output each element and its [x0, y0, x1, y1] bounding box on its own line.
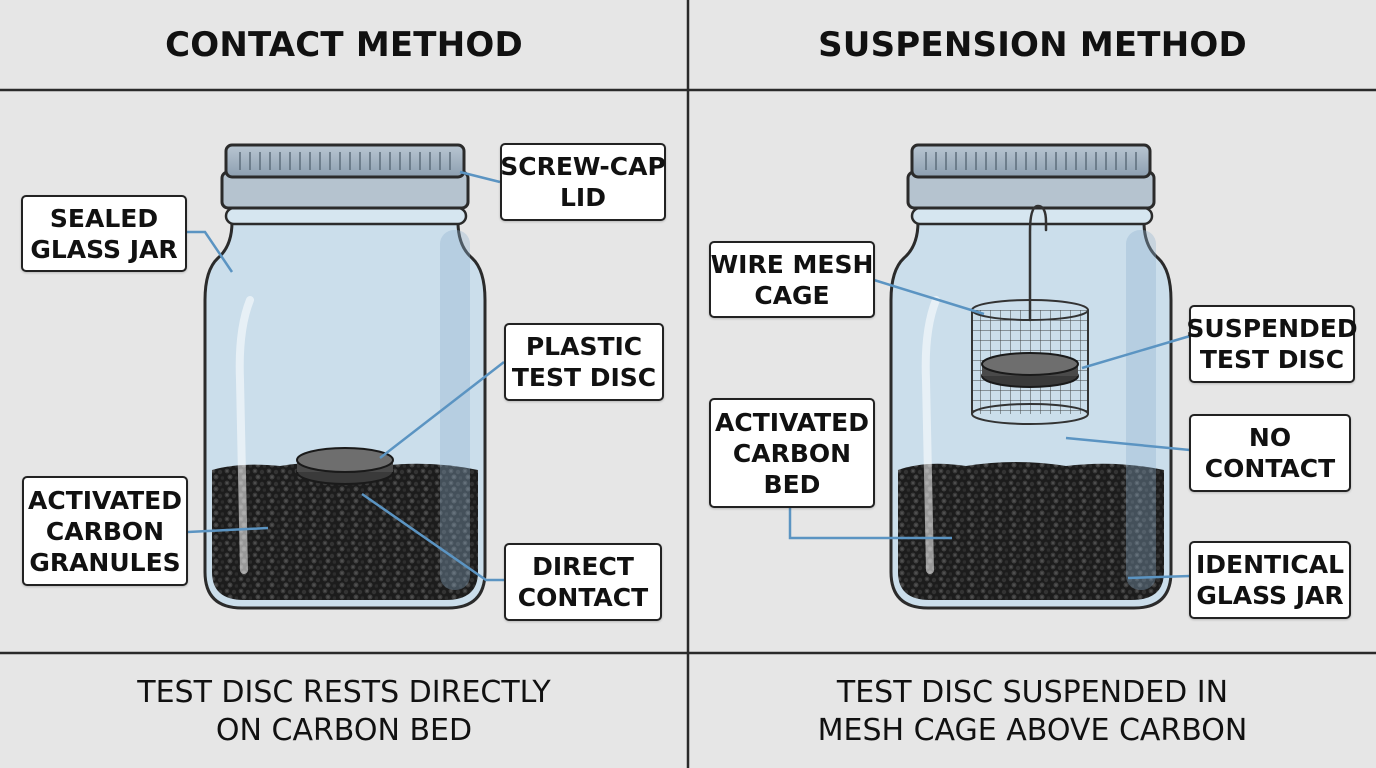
leader-plastic-disc: [379, 361, 505, 459]
label-screw-cap-lid: SCREW-CAP LID: [500, 143, 666, 221]
right-suspended-disc: [981, 352, 1079, 376]
leader-screw-cap: [459, 170, 501, 184]
left-lid-ridges: [239, 152, 451, 170]
right-lid-ridges: [925, 152, 1137, 170]
label-suspended-test-disc: SUSPENDED TEST DISC: [1186, 305, 1358, 383]
right-hanging-hook: [1028, 204, 1048, 322]
left-lid-top: [224, 143, 466, 179]
right-leader-lines: [788, 278, 1191, 580]
right-jar-shade: [1126, 230, 1156, 590]
label-sealed-glass-jar: SEALED GLASS JAR: [21, 195, 187, 272]
left-jar: [203, 143, 487, 610]
label-plastic-test-disc: PLASTIC TEST DISC: [504, 323, 664, 401]
left-jar-neck-ring: [224, 206, 468, 226]
left-caption: TEST DISC RESTS DIRECTLY ON CARBON BED: [137, 675, 551, 748]
label-no-contact: NO CONTACT: [1189, 414, 1351, 492]
left-jar-highlight: [235, 296, 254, 574]
left-panel-title: CONTACT METHOD: [165, 25, 523, 65]
label-wire-mesh-cage: WIRE MESH CAGE: [709, 241, 875, 318]
leader-sealed-jar: [186, 230, 234, 273]
right-jar: [889, 143, 1173, 610]
label-activated-carbon-bed: ACTIVATED CARBON BED: [709, 398, 875, 508]
leader-direct-contact: [361, 492, 504, 582]
leader-carbon-bed: [788, 506, 952, 540]
right-cage-bottom: [971, 403, 1089, 425]
leader-suspended-disc: [1081, 334, 1191, 370]
leader-carbon-granules: [187, 526, 269, 534]
label-identical-glass-jar: IDENTICAL GLASS JAR: [1189, 541, 1351, 619]
right-jar-highlight: [921, 296, 940, 574]
left-leader-lines: [186, 170, 505, 582]
right-caption: TEST DISC SUSPENDED IN MESH CAGE ABOVE C…: [817, 675, 1248, 748]
right-carbon-bed: [898, 462, 1164, 600]
label-direct-contact: DIRECT CONTACT: [504, 543, 662, 621]
left-test-disc-top: [296, 447, 394, 473]
right-lid-top: [910, 143, 1152, 179]
leader-no-contact: [1065, 436, 1191, 452]
left-carbon-bed: [212, 462, 478, 600]
leader-wire-mesh: [873, 278, 985, 316]
right-panel-title: SUSPENSION METHOD: [818, 25, 1247, 65]
left-jar-shade: [440, 230, 470, 590]
label-activated-carbon-granules: ACTIVATED CARBON GRANULES: [22, 476, 188, 586]
leader-identical-jar: [1127, 574, 1191, 580]
